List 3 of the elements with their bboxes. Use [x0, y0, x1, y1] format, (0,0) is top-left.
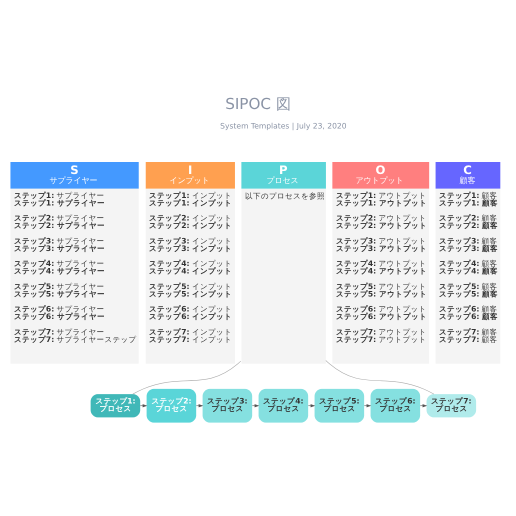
- diagram-title: SIPOC 図: [225, 94, 291, 112]
- connector: [326, 360, 434, 394]
- connector: [132, 360, 242, 394]
